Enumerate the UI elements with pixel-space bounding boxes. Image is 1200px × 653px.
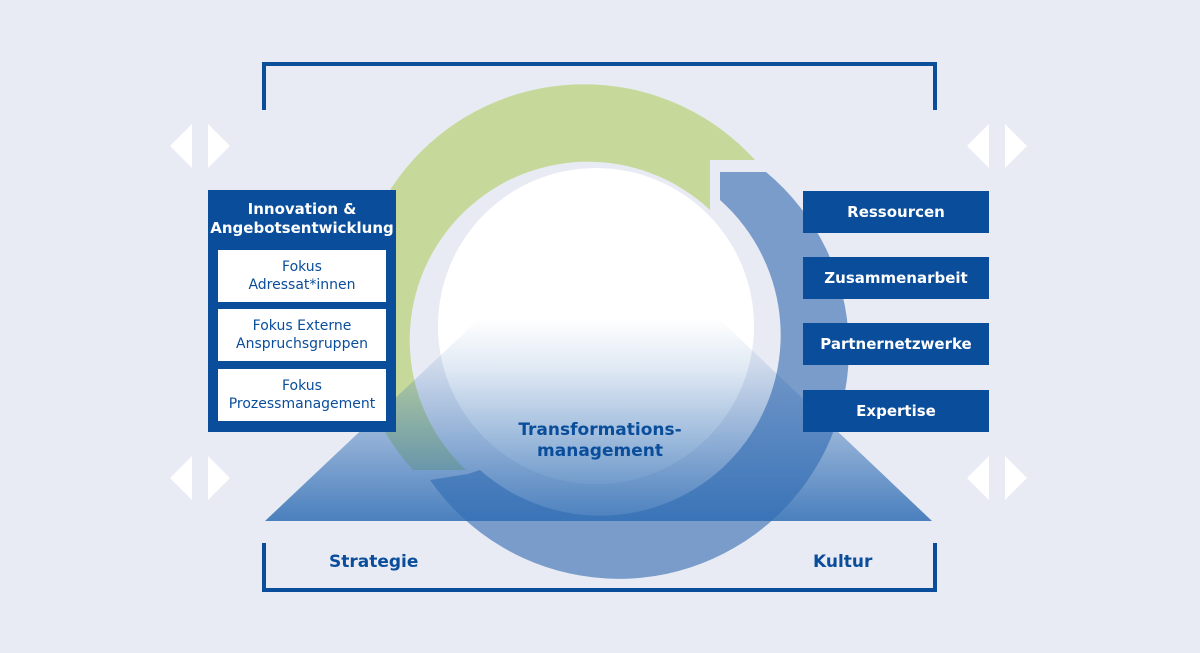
- chevron-right-icon: [208, 456, 230, 500]
- chevron-left-icon: [967, 456, 989, 500]
- resource-box-ressourcen: Ressourcen: [803, 191, 989, 233]
- chevron-left-icon: [170, 124, 192, 168]
- bottom-bracket: [262, 543, 937, 592]
- resource-box-zusammenarbeit: Zusammenarbeit: [803, 257, 989, 299]
- focus-box-adressaten: Fokus Adressat*innen: [218, 250, 386, 302]
- innovation-panel-title: Innovation & Angebotsentwicklung: [210, 200, 394, 237]
- strategy-label: Strategie: [329, 552, 419, 572]
- culture-label: Kultur: [813, 552, 873, 572]
- top-bracket: [262, 62, 937, 110]
- resource-box-expertise: Expertise: [803, 390, 989, 432]
- green-ring-segment: [353, 84, 755, 470]
- focus-box-anspruchsgruppen: Fokus Externe Anspruchsgruppen: [218, 309, 386, 361]
- center-label: Transformations- management: [518, 420, 682, 461]
- focus-box-prozessmanagement: Fokus Prozessmanagement: [218, 369, 386, 421]
- chevron-left-icon: [170, 456, 192, 500]
- chevron-right-icon: [1005, 456, 1027, 500]
- chevron-left-icon: [967, 124, 989, 168]
- resource-box-partnernetzwerke: Partnernetzwerke: [803, 323, 989, 365]
- innovation-panel: Innovation & Angebotsentwicklung Fokus A…: [208, 190, 396, 432]
- chevron-right-icon: [1005, 124, 1027, 168]
- chevron-right-icon: [208, 124, 230, 168]
- strategy-culture-triangle: [265, 318, 932, 521]
